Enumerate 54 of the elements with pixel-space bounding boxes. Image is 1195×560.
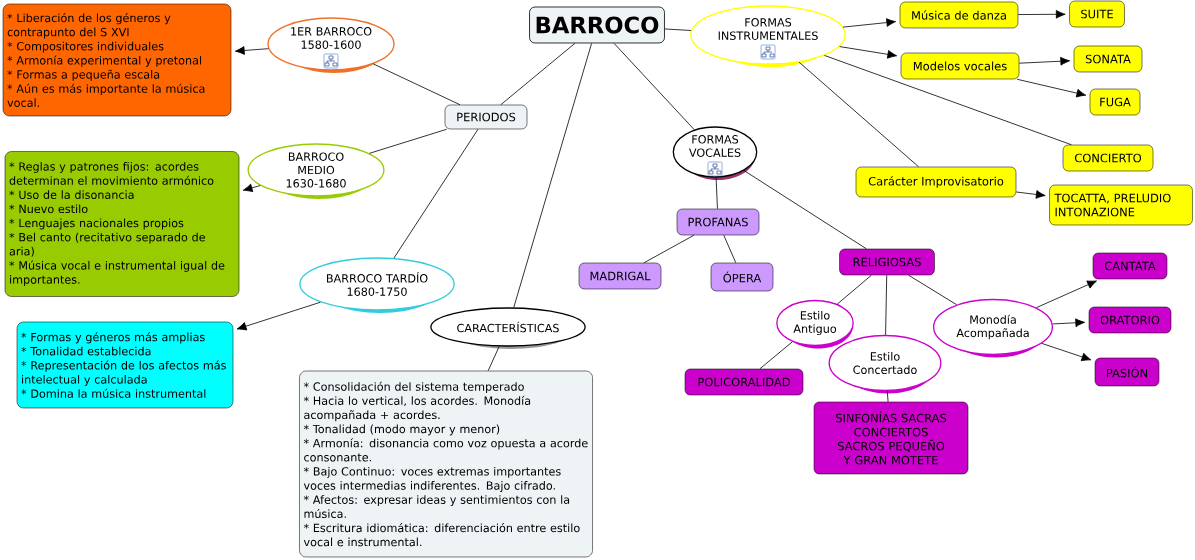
concept-box: SUITE [1069,0,1125,28]
concept-box: RELIGIOSAS [839,248,935,276]
concept-box: SINFONÍAS SACRAS CONCIERTOS SACROS PEQUEÑO Y GRAN MOTETE [813,401,969,475]
connector-line [908,274,957,306]
arrow [1036,280,1097,308]
connector-line [715,177,718,210]
connector-line [886,390,889,403]
arrow [839,46,898,59]
note-box: * Formas y géneros más amplias * Tonalidad establecida * Representación de los afectos más intelectual y calculada * Domina la música instrumental [16,321,234,409]
connector-line [664,28,692,31]
arrow [1018,56,1071,66]
concept-box: PASIÓN [1094,357,1160,387]
connector-line [743,170,867,250]
connector-line [885,274,888,336]
concept-box: ÓPERA [710,262,774,292]
note-box: * Liberación de los géneros y contrapunto del S XVI * Compositores individuales * Armonía experimental y pretonal * Formas a pequeña escala * Aún es más importante la música vocal. [2,3,232,117]
arrow [842,18,897,28]
note-box: * Consolidación del sistema temperado * Hacia lo vertical, los acordes. Monodía acompañada + acordes. * Tonalidad (modo mayor y menor) * Armonía: disonancia como voz opuesta a acorde consonante. * Bajo Continuo: voces extremas importantes voces intermedias indiferentes. Bajo cifrado. * Afectos: expresar ideas y sentimientos con la música. * Escritura idiomática: diferenciación entre estilo vocal e instrumental. [299,370,593,558]
arrow [1052,318,1086,328]
concept-box: TOCATTA, PRELUDIO INTONAZIONE [1049,184,1193,226]
concept-box: PERIODOS [444,104,528,130]
connector-line [500,43,576,106]
connector-line [837,274,872,305]
concept-box: PROFANAS [676,208,760,236]
arrow [236,301,321,331]
concept-box: FUGA [1089,88,1141,116]
arrow [1017,10,1066,19]
note-box: * Reglas y patrones fijos: acordes determinan el movimiento armónico * Uso de la disonancia * Nuevo estilo * Lenguajes nacionales propios * Bel canto (recitativo separado de aria) * Música vocal e instrumental igual de importantes. [4,151,240,297]
connector-line [372,63,461,106]
connector-line [513,43,592,308]
connector-line [798,61,919,168]
arrow [1015,190,1046,199]
connector-line [369,128,448,154]
connector-line [393,128,479,259]
concept-box: CONCIERTO [1062,144,1154,172]
connector-line [759,341,793,370]
connector-line [643,234,695,264]
concept-box: Carácter Improvisatorio [855,166,1017,198]
concept-box: Música de danza [899,1,1019,29]
connector-line [487,346,500,372]
arrow [234,46,269,55]
arrow [1016,78,1087,98]
arrow [1041,343,1092,362]
connector-line [824,55,1072,146]
concept-box: MADRIGAL [578,262,662,290]
title-box: BARROCO [529,6,665,44]
connector-line [613,43,695,131]
connector-line [723,234,737,264]
arrow [242,183,261,193]
concept-box: POLICORALIDAD [684,368,804,396]
concept-box: SONATA [1073,45,1143,73]
concept-box: ORATORIO [1088,306,1172,334]
concept-box: Modelos vocales [900,52,1020,80]
concept-box: CANTATA [1092,252,1168,280]
